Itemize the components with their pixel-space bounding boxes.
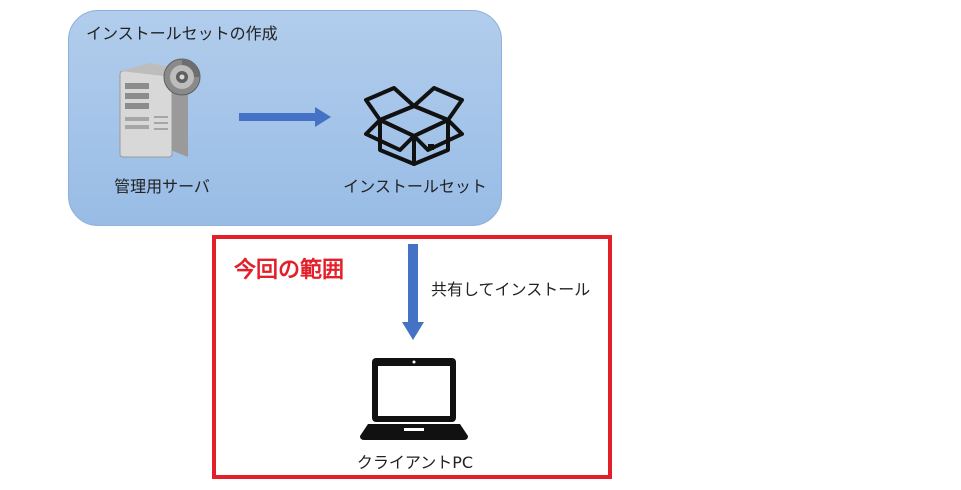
install-set-label: インストールセット	[343, 177, 487, 196]
server-with-disc-icon	[119, 58, 201, 158]
arrow-right	[239, 107, 331, 127]
open-box-icon	[364, 86, 464, 166]
client-pc-label: クライアントPC	[356, 453, 474, 472]
arrow-down	[402, 244, 424, 340]
laptop-icon	[360, 358, 468, 440]
group-title: インストールセットの作成	[86, 24, 278, 43]
share-install-label: 共有してインストール	[431, 280, 591, 299]
scope-title: 今回の範囲	[234, 258, 345, 283]
scope-frame	[212, 235, 612, 479]
server-label: 管理用サーバ	[114, 177, 210, 196]
